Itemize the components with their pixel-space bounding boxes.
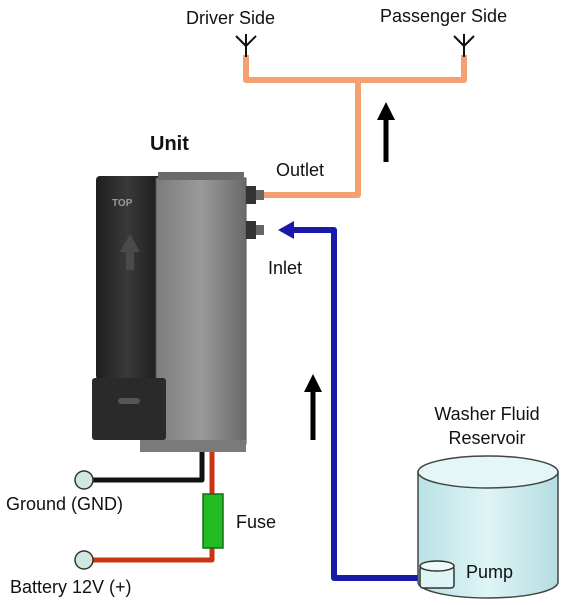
driver-nozzle-icon xyxy=(235,34,257,57)
outlet-label: Outlet xyxy=(276,160,325,180)
ground-wire xyxy=(88,452,205,483)
power-wire xyxy=(88,452,215,563)
pump-label: Pump xyxy=(466,562,514,582)
heater-unit: TOP xyxy=(92,172,264,452)
passenger-nozzle-icon xyxy=(453,34,475,57)
driver-side-label: Driver Side xyxy=(186,8,276,28)
unit-up-arrow-icon xyxy=(120,234,140,270)
fuse-icon xyxy=(202,493,224,549)
inlet-arrowhead-icon xyxy=(278,221,294,239)
fuse-label: Fuse xyxy=(236,512,277,532)
passenger-side-label: Passenger Side xyxy=(380,6,508,26)
pump-icon xyxy=(419,560,455,589)
unit-top-mark: TOP xyxy=(112,198,133,209)
inlet-tubing xyxy=(292,227,420,581)
reservoir-label-line2: Reservoir xyxy=(448,428,526,448)
battery-label: Battery 12V (+) xyxy=(10,577,132,597)
outlet-flow-arrow-icon xyxy=(377,102,395,162)
inlet-label: Inlet xyxy=(268,258,303,278)
outlet-tubing xyxy=(243,55,467,198)
ground-label: Ground (GND) xyxy=(6,494,124,514)
unit-label: Unit xyxy=(150,133,189,155)
inlet-flow-arrow-icon xyxy=(304,374,322,440)
ground-terminal-icon xyxy=(74,470,94,490)
battery-terminal-icon xyxy=(74,550,94,570)
reservoir-label-line1: Washer Fluid xyxy=(434,404,540,424)
